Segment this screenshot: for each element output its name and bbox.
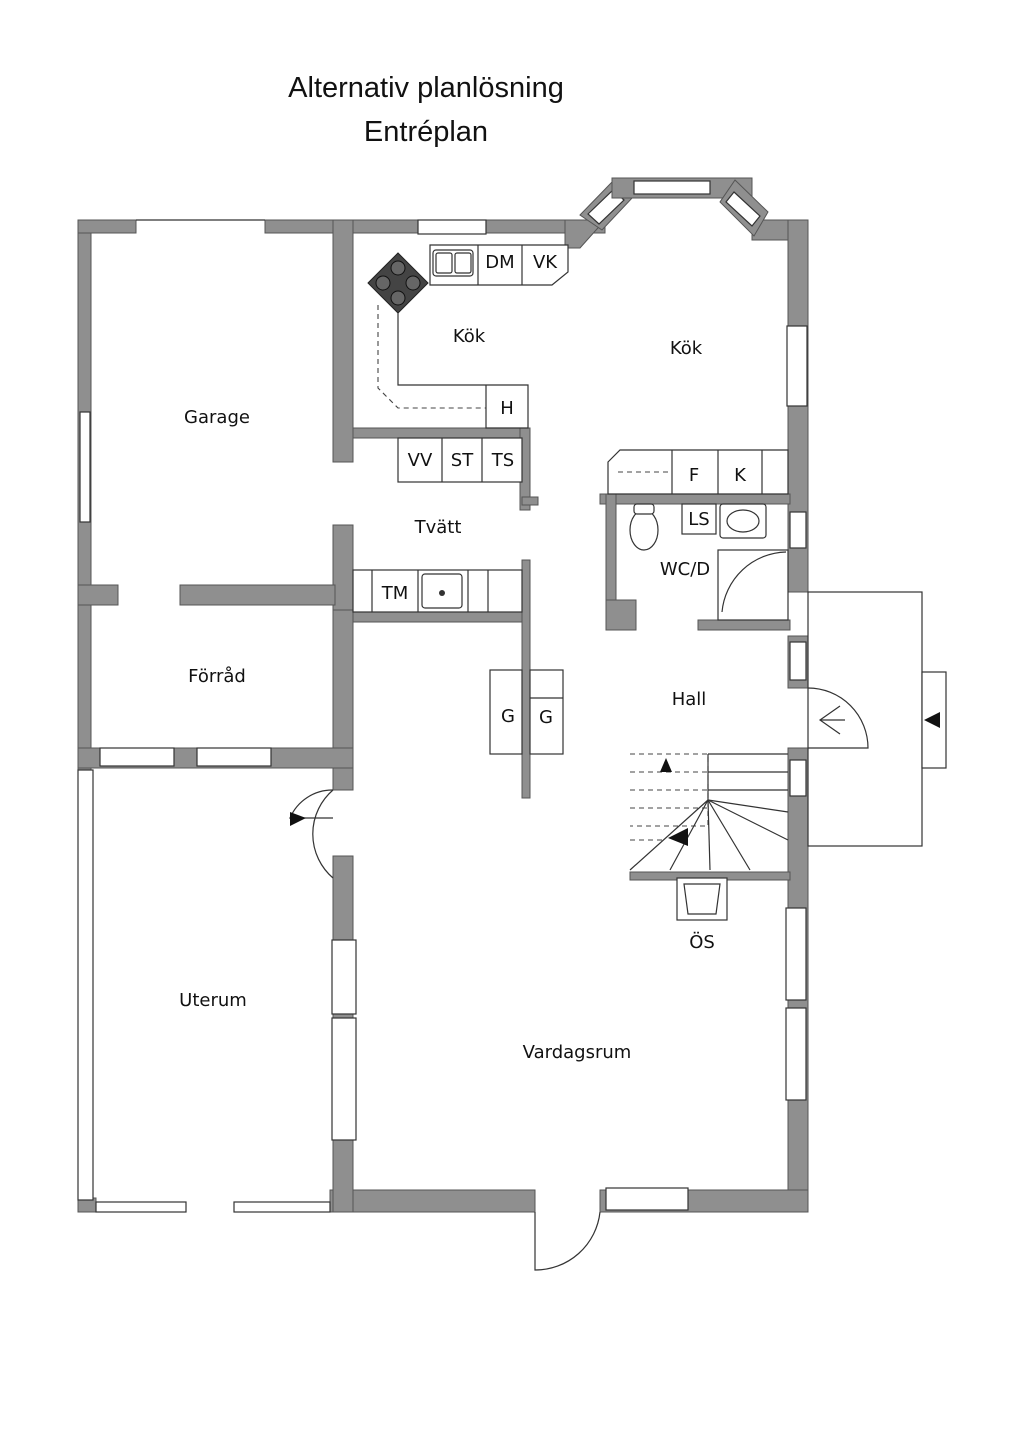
wc-fixtures (629, 503, 789, 621)
plan-title: Alternativ planlösning (288, 72, 564, 104)
room-label-kok-left: Kök (453, 326, 486, 347)
stairs (629, 753, 789, 871)
room-label-forrad: Förråd (188, 666, 246, 687)
fixture-label-dm: DM (485, 252, 514, 273)
fixture-label-tm: TM (381, 583, 409, 604)
windows (77, 219, 808, 1213)
fixture-label-vv: VV (408, 450, 433, 471)
fixture-label-f: F (689, 465, 699, 486)
fixture-label-g2: G (539, 707, 553, 728)
room-label-garage: Garage (184, 407, 250, 428)
fixture-label-vk: VK (533, 252, 558, 273)
room-label-vardagsrum: Vardagsrum (523, 1042, 632, 1063)
fixture-label-g1: G (501, 706, 515, 727)
doors (289, 591, 947, 1271)
room-label-kok-right: Kök (670, 338, 703, 359)
room-label-tvatt: Tvätt (414, 517, 462, 538)
fixture-label-k: K (734, 465, 747, 486)
interior-walls (77, 219, 791, 1213)
fixture-label-ts: TS (491, 450, 514, 471)
exterior-walls (77, 219, 809, 1213)
room-labels: Garage Kök Kök Tvätt Förråd Uterum Varda… (179, 326, 710, 1063)
room-label-wc: WC/D (660, 559, 710, 580)
bay-window (579, 177, 769, 237)
fixture-label-st: ST (451, 450, 474, 471)
fixture-label-os: ÖS (689, 931, 715, 953)
room-label-uterum: Uterum (179, 990, 247, 1011)
fixture-labels: DM VK H VV ST TS F K LS TM G G ÖS (381, 252, 747, 953)
room-label-hall: Hall (672, 689, 707, 710)
fixture-label-h: H (500, 398, 514, 419)
fixture-label-ls: LS (688, 509, 709, 530)
plan-subtitle: Entréplan (363, 116, 489, 148)
kitchen-fixtures (352, 244, 789, 921)
